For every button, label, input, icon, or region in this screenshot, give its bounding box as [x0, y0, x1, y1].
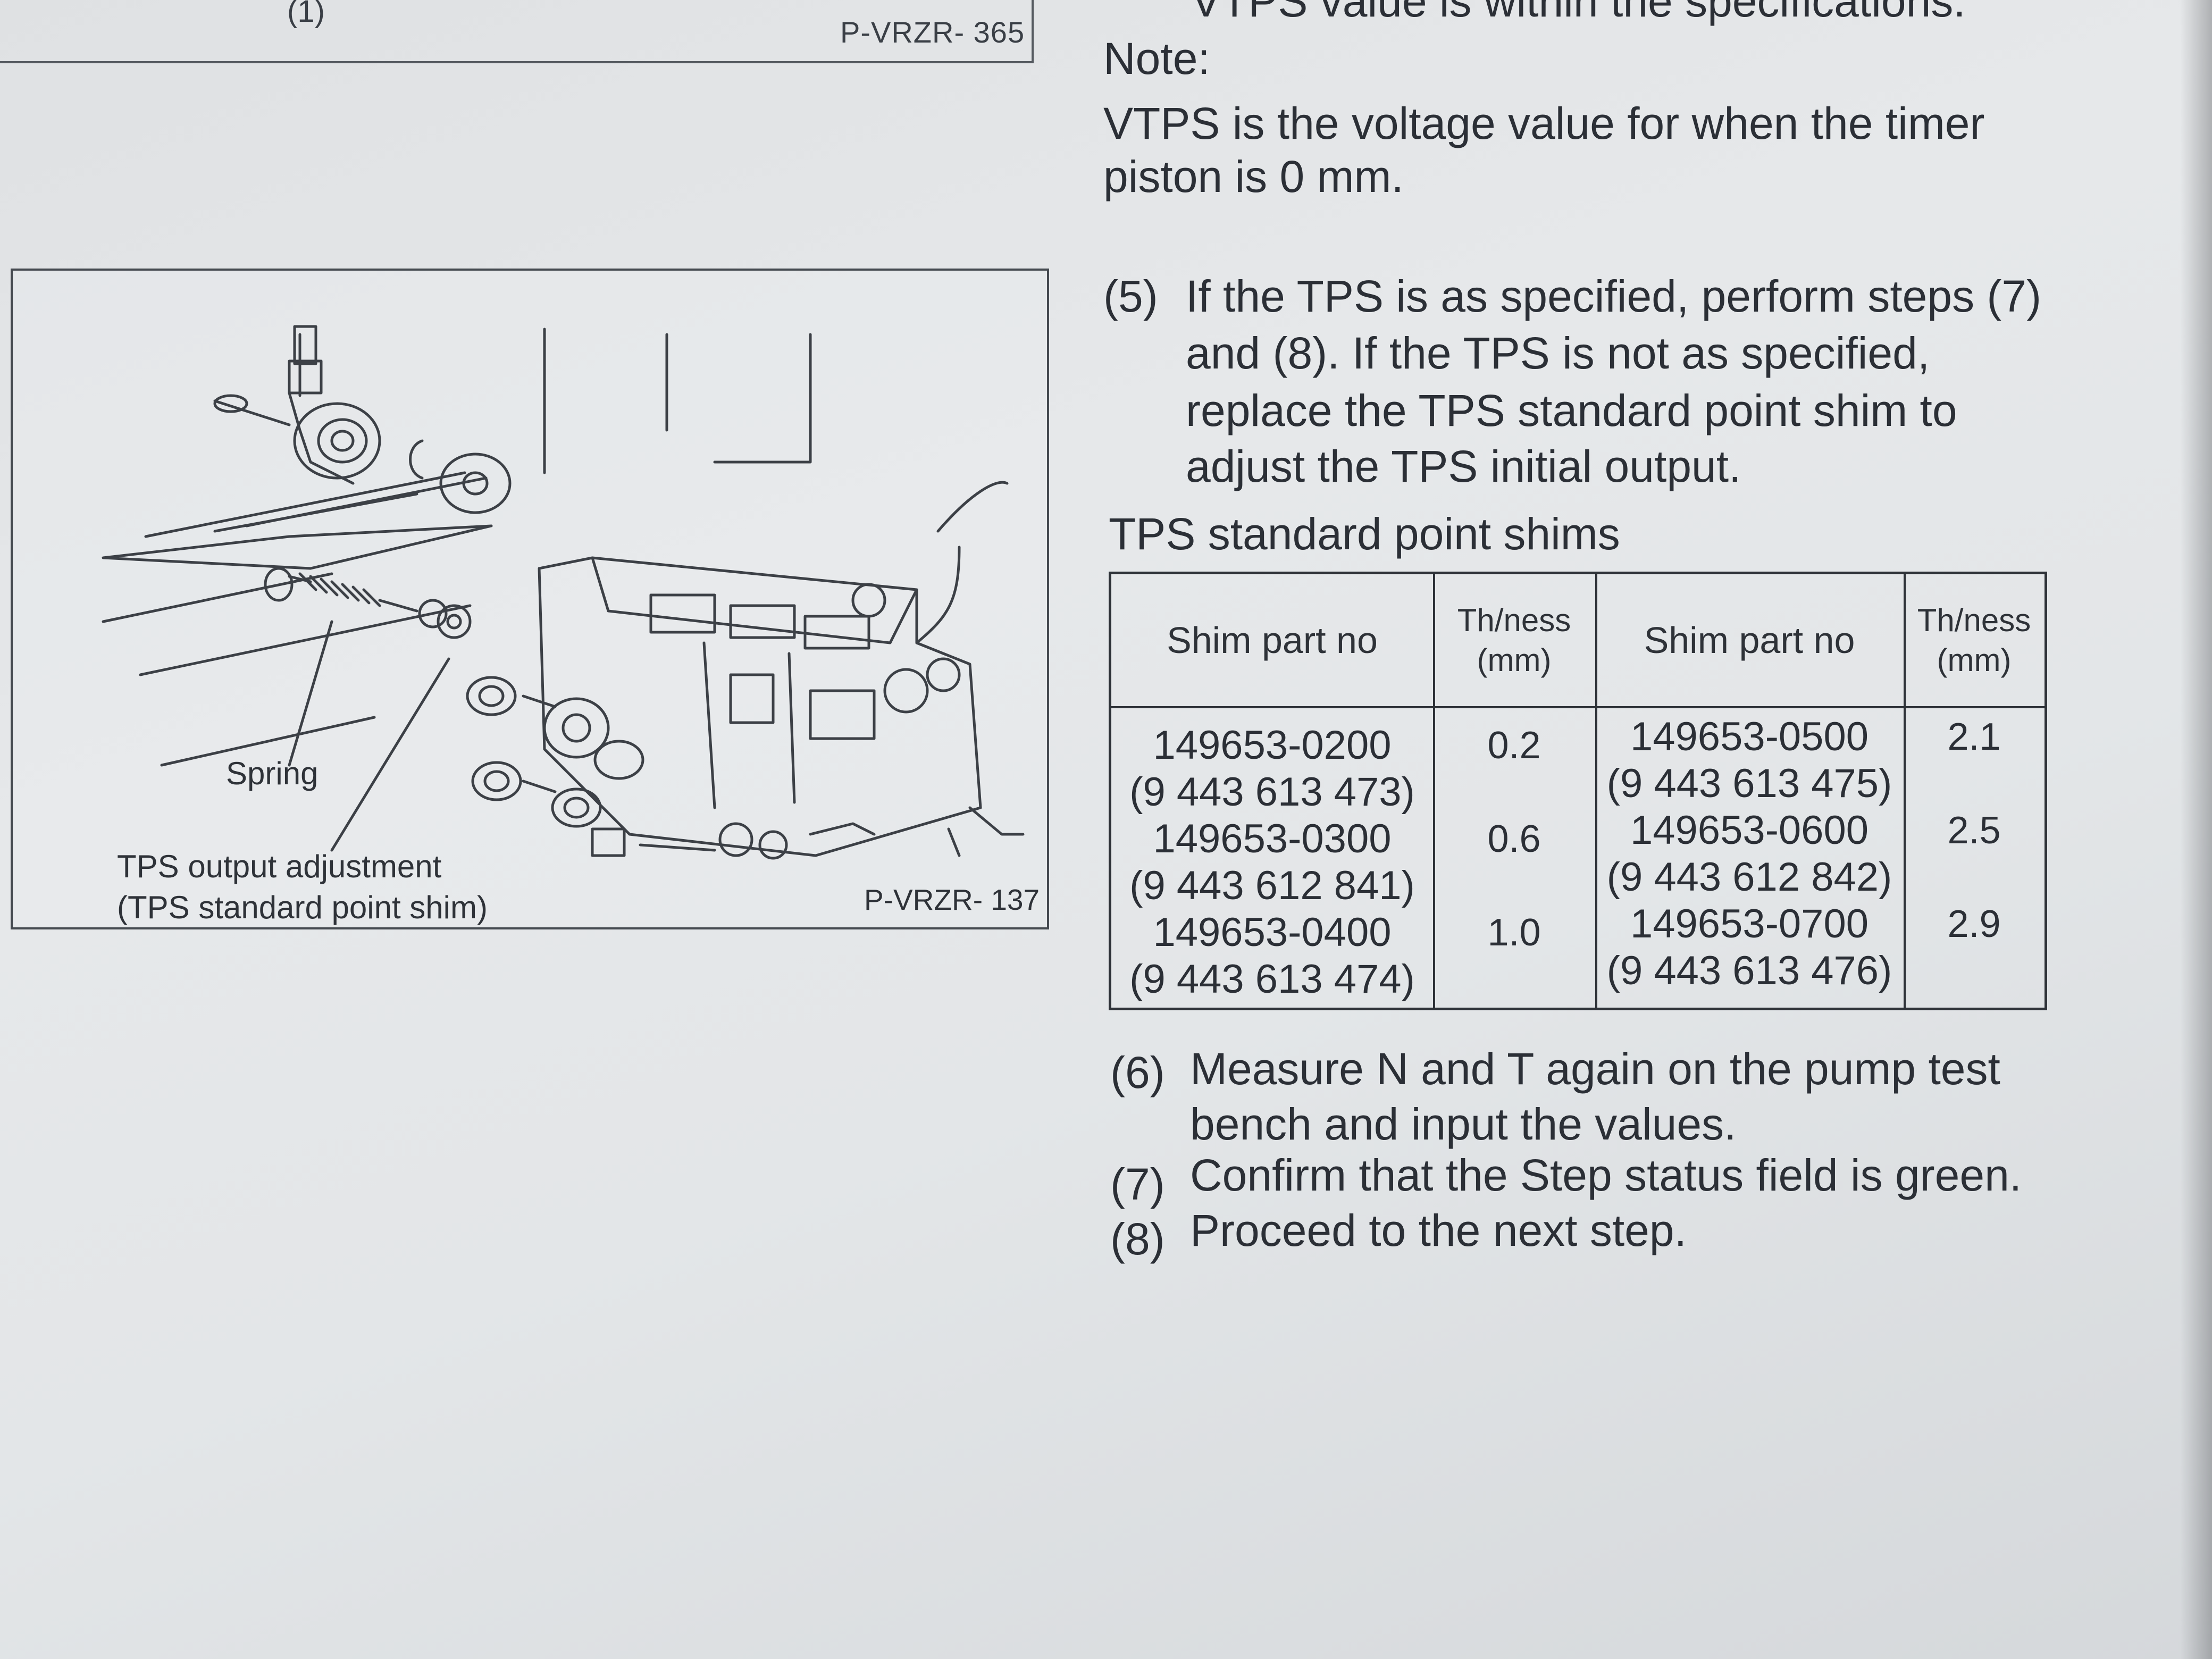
thickness-value: 2.5 — [1947, 809, 2001, 852]
part-number-alt: (9 443 613 476) — [1606, 948, 1892, 993]
header-text: Th/ness — [1917, 602, 2031, 638]
part-number: 149653-0600 — [1630, 808, 1869, 853]
step-8-text: Proceed to the next step. — [1190, 1205, 1687, 1255]
part-number: 149653-0500 — [1630, 714, 1869, 759]
step-7-text: Confirm that the Step status field is gr… — [1190, 1150, 2022, 1200]
thickness-value: 0.6 — [1487, 818, 1541, 860]
table-caption: TPS standard point shims — [1109, 509, 1620, 559]
step-number: (6) — [1110, 1048, 1165, 1097]
step-number: (7) — [1110, 1159, 1165, 1209]
table-divider — [1595, 574, 1597, 1008]
header-thickness: Th/ness (mm) — [1904, 574, 2045, 706]
note-text-line: VTPS is the voltage value for when the t… — [1103, 98, 1985, 148]
step-5-text: replace the TPS standard point shim to — [1186, 386, 1957, 435]
part-number-alt: (9 443 612 841) — [1129, 863, 1415, 908]
part-number: 149653-0200 — [1153, 723, 1392, 768]
table-divider — [1904, 574, 1906, 1008]
tps-shim-label: (TPS standard point shim) — [117, 890, 488, 925]
monitor-bezel-edge — [2180, 0, 2212, 1659]
spring-label: Spring — [226, 756, 319, 791]
pump-figure — [11, 269, 1049, 929]
step-6-text: bench and input the values. — [1190, 1099, 1737, 1149]
previous-figure-frame — [0, 0, 1034, 63]
figure-code: P-VRZR- 137 — [864, 883, 1040, 916]
part-number: 149653-0300 — [1153, 816, 1392, 861]
thickness-value: 0.2 — [1487, 724, 1541, 767]
header-text: Shim part no — [1644, 619, 1855, 661]
part-number-alt: (9 443 613 474) — [1129, 957, 1415, 1002]
previous-figure-label: (1) — [287, 0, 325, 29]
part-number-alt: (9 443 613 475) — [1606, 761, 1892, 806]
part-number-alt: (9 443 612 842) — [1606, 854, 1892, 900]
step-number: (8) — [1110, 1214, 1165, 1264]
thickness-value: 2.1 — [1947, 716, 2001, 758]
header-text: Shim part no — [1167, 619, 1378, 661]
part-number-alt: (9 443 613 473) — [1129, 769, 1415, 815]
header-text: (mm) — [1937, 642, 2012, 678]
header-thickness: Th/ness (mm) — [1433, 574, 1595, 706]
part-number-column: 149653-0200 (9 443 613 473) 149653-0300 … — [1111, 722, 1433, 1009]
thickness-column: 2.1 2.5 2.9 — [1904, 714, 2045, 1001]
note-text-line: piston is 0 mm. — [1103, 152, 1404, 202]
header-text: Th/ness — [1457, 602, 1571, 638]
step-5-text: If the TPS is as specified, perform step… — [1186, 271, 2042, 321]
step-5-text: and (8). If the TPS is not as specified, — [1186, 328, 1930, 378]
part-number: 149653-0700 — [1630, 901, 1869, 946]
header-text: (mm) — [1477, 642, 1552, 678]
part-number: 149653-0400 — [1153, 910, 1392, 955]
thickness-value: 2.9 — [1947, 903, 2001, 945]
part-number-column: 149653-0500 (9 443 613 475) 149653-0600 … — [1595, 714, 1904, 1001]
previous-figure-code: P-VRZR- 365 — [840, 15, 1025, 49]
header-shim-part: Shim part no — [1111, 574, 1433, 706]
step-5-text: adjust the TPS initial output. — [1186, 441, 1741, 491]
table-divider — [1111, 706, 2045, 708]
shim-table: Shim part no Th/ness (mm) Shim part no T… — [1109, 572, 2047, 1010]
tps-adjustment-label: TPS output adjustment — [117, 849, 442, 884]
step-number: (5) — [1103, 271, 1158, 321]
thickness-value: 1.0 — [1487, 911, 1541, 954]
table-divider — [1433, 574, 1435, 1008]
header-shim-part: Shim part no — [1595, 574, 1904, 706]
step-6-text: Measure N and T again on the pump test — [1190, 1044, 2000, 1094]
note-heading: Note: — [1103, 33, 1210, 83]
spec-result-line: VTPS value is within the specifications. — [1191, 0, 1966, 26]
thickness-column: 0.2 0.6 1.0 — [1433, 722, 1595, 1009]
injection-pump-illustration — [102, 325, 1025, 860]
